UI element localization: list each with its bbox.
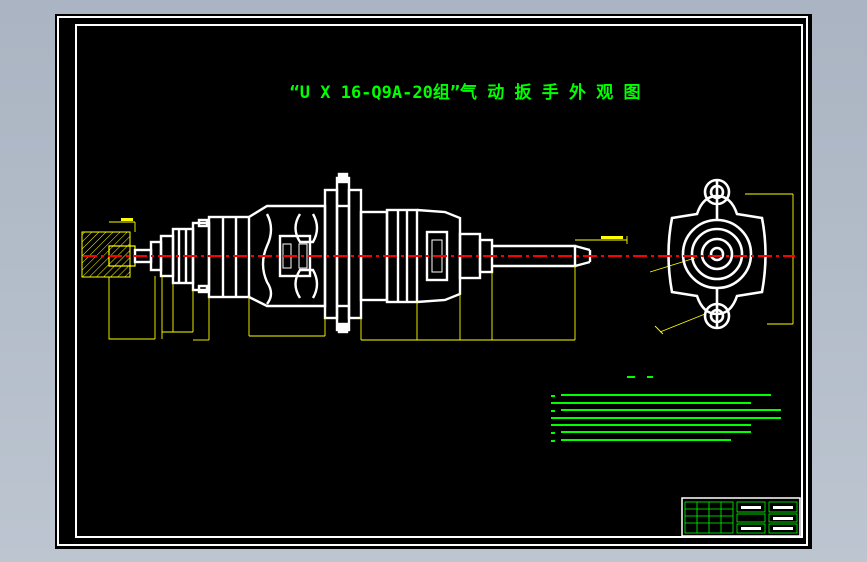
drawing-frame (75, 24, 803, 538)
wrench-end-view (667, 178, 767, 330)
wrench-side-view (81, 172, 592, 334)
title-block (681, 497, 801, 537)
dimension-lines (108, 193, 794, 341)
drawing-canvas: “U X 16-Q9A-20组”气 动 扳 手 外 观 图 (57, 16, 808, 546)
dimension-tags (121, 218, 623, 239)
drawing-title: “U X 16-Q9A-20组”气 动 扳 手 外 观 图 (290, 82, 641, 103)
socket-hatch (81, 231, 131, 278)
technical-notes (551, 376, 781, 442)
sheet-border (57, 16, 808, 546)
cad-viewport[interactable]: “U X 16-Q9A-20组”气 动 扳 手 外 观 图 (55, 14, 812, 549)
